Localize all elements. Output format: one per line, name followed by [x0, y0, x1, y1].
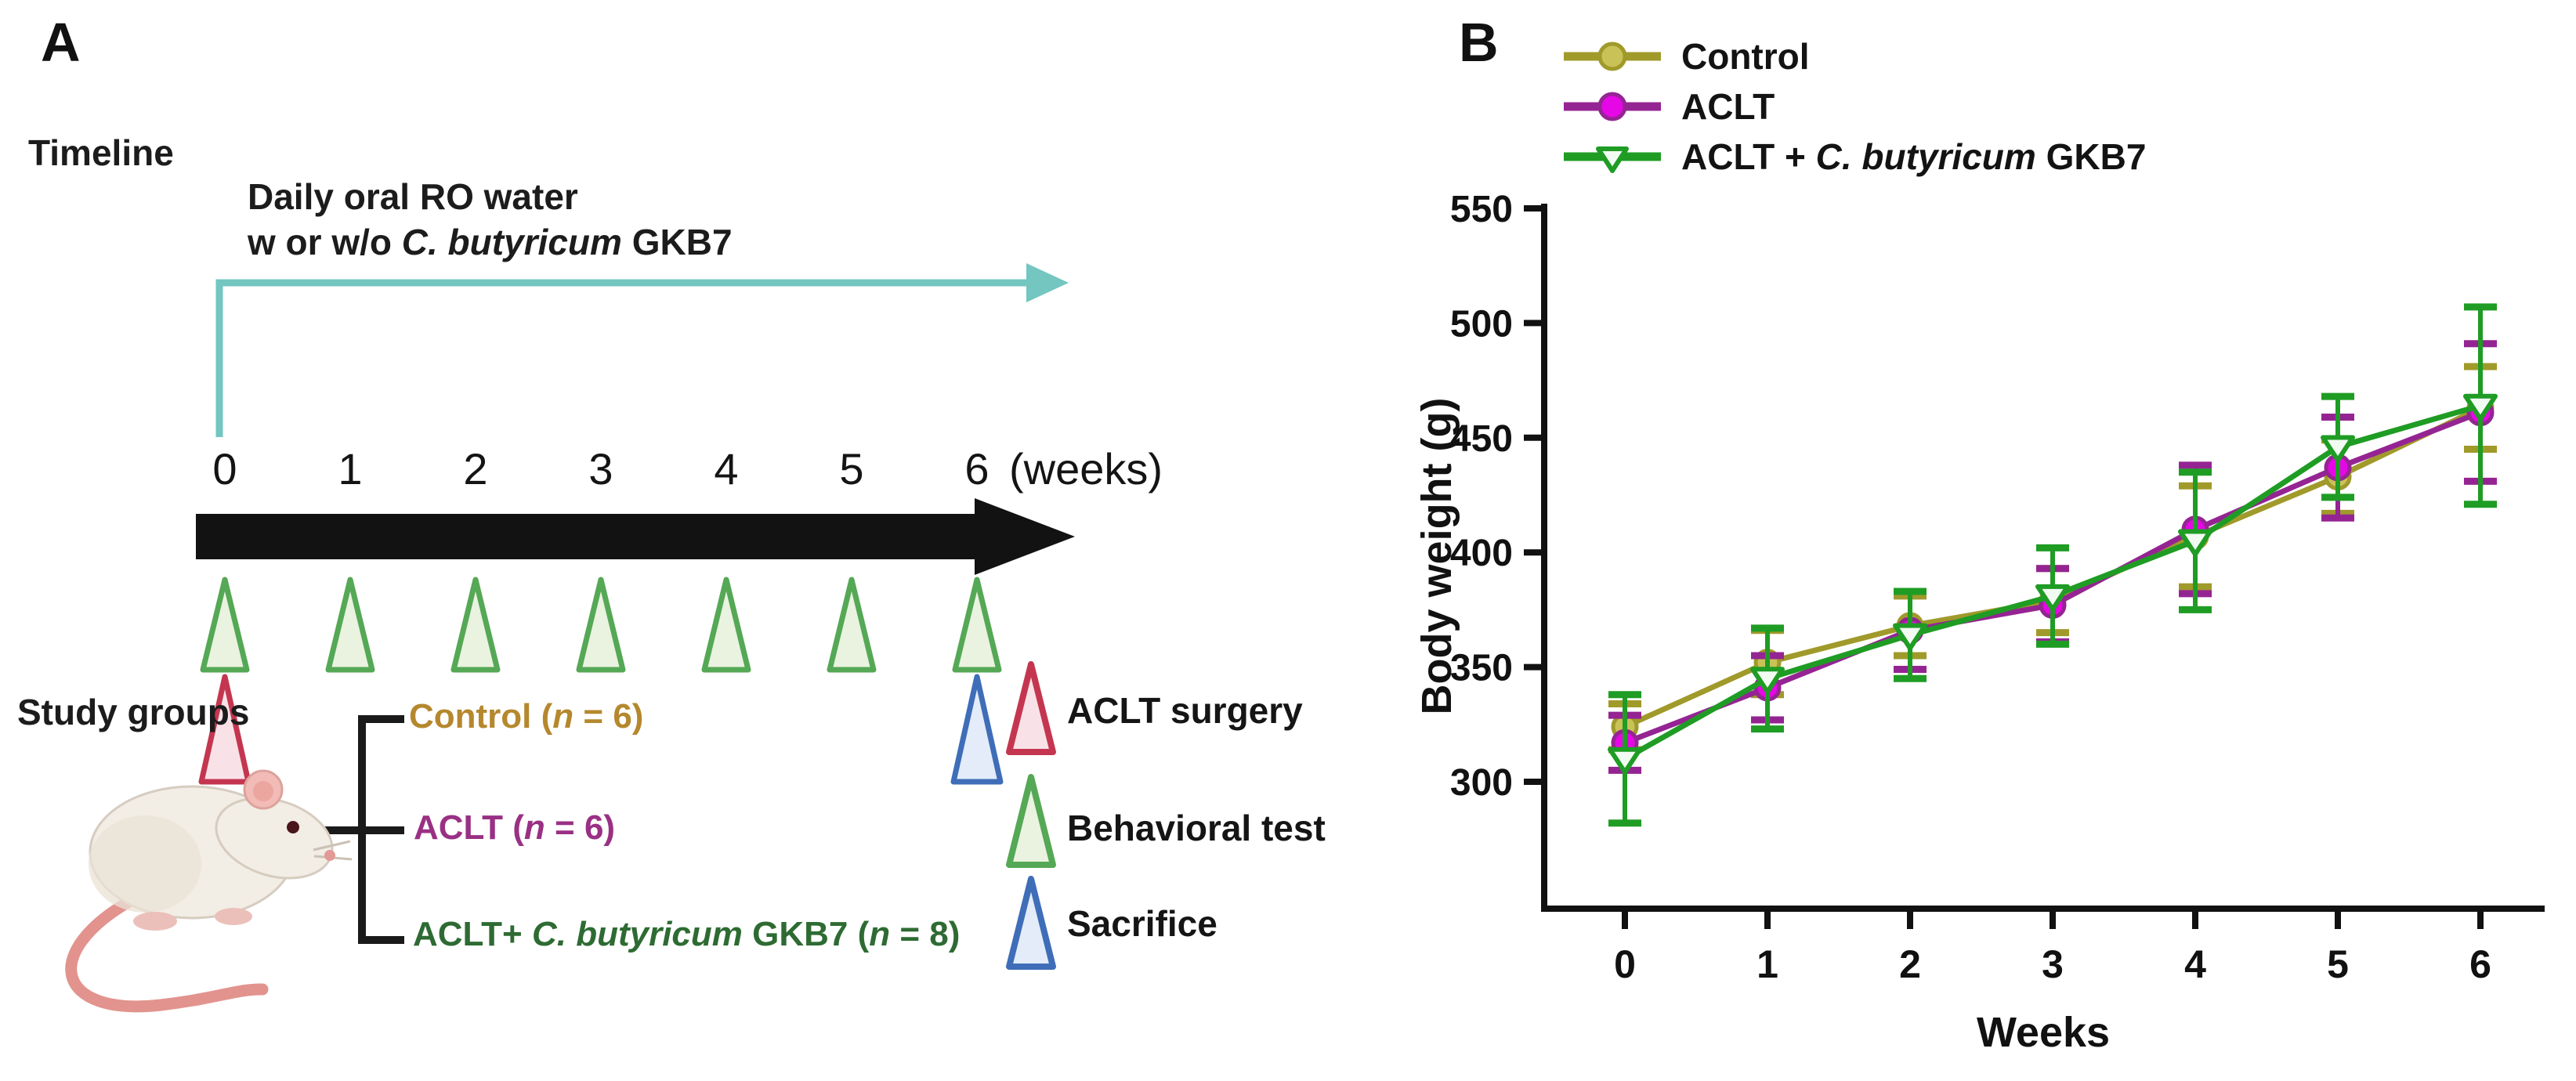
behavioral-test-week-3: [576, 577, 626, 673]
rat-eye: [287, 821, 299, 833]
x-tick-label: 5: [2327, 942, 2349, 986]
timeline-week-6: 6: [964, 444, 990, 494]
timeline-week-3: 3: [588, 444, 613, 494]
timeline-week-1: 1: [338, 444, 363, 494]
data-point: [1608, 747, 1642, 775]
treatment-text: Daily oral RO water w or w/o C. butyricu…: [248, 174, 733, 265]
group-label-aclt: ACLT (n = 6): [414, 808, 616, 847]
aclt-surgery-marker: [198, 674, 251, 785]
study-groups-title: Study groups: [17, 692, 250, 732]
behavioral-test-week-2: [450, 577, 501, 673]
chart-legend-row-aclt: ACLT: [1561, 83, 1775, 130]
timeline-week-5: 5: [839, 444, 864, 494]
legend-label-sacrifice: Sacrifice: [1067, 903, 1217, 944]
panel-a-letter: A: [41, 12, 81, 73]
x-tick-label: 4: [2184, 942, 2206, 986]
x-tick-label: 0: [1614, 942, 1636, 986]
y-axis-title: Body weight (g): [1413, 398, 1460, 715]
y-tick-label: 500: [1450, 303, 1513, 345]
chart-legend-label-aclt: ACLT: [1681, 86, 1775, 127]
chart-legend-label-control: Control: [1681, 36, 1810, 77]
rat-rear-foot: [133, 912, 177, 931]
data-point: [2321, 435, 2355, 463]
legend-label-behavioral: Behavioral test: [1067, 808, 1326, 848]
chart-legend-label-gkb7: ACLT + C. butyricum GKB7: [1681, 136, 2147, 177]
chart-axes: [1541, 204, 2545, 912]
y-tick-label: 550: [1450, 189, 1513, 230]
data-point: [2035, 584, 2070, 612]
weeks-unit-label: (weeks): [1009, 444, 1163, 494]
chart-legend-row-gkb7: ACLT + C. butyricum GKB7: [1561, 133, 2146, 180]
data-point: [1893, 623, 1927, 651]
group-label-control: Control (n = 6): [409, 697, 644, 736]
event-legend-icons: [1006, 661, 1056, 970]
treatment-line2: w or w/o C. butyricum GKB7: [248, 222, 733, 262]
control-line-marker-icon: [1564, 42, 1661, 71]
y-tick-label: 450: [1450, 418, 1513, 460]
event-triangles: [198, 577, 1004, 785]
surgery-triangle-icon: [1006, 661, 1056, 755]
sacrifice-marker: [950, 674, 1004, 785]
x-axis-title: Weeks: [1977, 1009, 2110, 1056]
group-label-aclt-gkb7: ACLT+ C. butyricum GKB7 (n = 8): [413, 915, 961, 953]
timeline-week-4: 4: [714, 444, 739, 494]
rat-tail: [65, 893, 269, 1013]
rat-ear-inner: [253, 781, 273, 801]
y-tick-label: 400: [1450, 533, 1513, 574]
sacrifice-triangle-icon: [1006, 876, 1056, 970]
treatment-arrow: [215, 263, 1069, 437]
chart-legend-row-control: Control: [1561, 33, 1810, 80]
behavioral-triangle-icon: [1006, 774, 1056, 868]
rat-nose: [324, 850, 335, 861]
timeline-week-0: 0: [212, 444, 237, 494]
species-name: C. butyricum: [401, 222, 622, 262]
behavioral-test-week-1: [325, 577, 375, 673]
aclt-line-marker-icon: [1564, 92, 1661, 121]
data-point: [2463, 393, 2498, 421]
rat-illustration: [65, 769, 353, 1013]
treatment-line1: Daily oral RO water: [248, 176, 578, 217]
y-tick-label: 300: [1450, 762, 1513, 804]
panel-b-letter: B: [1459, 12, 1499, 73]
rat-haunch: [89, 815, 201, 913]
gkb7-line-marker-icon: [1564, 146, 1661, 173]
rat-front-foot: [215, 908, 252, 925]
x-tick-label: 3: [2042, 942, 2064, 986]
legend-label-surgery: ACLT surgery: [1067, 690, 1303, 731]
group-bracket: [318, 715, 404, 944]
behavioral-test-week-0: [200, 577, 250, 673]
data-point: [2178, 529, 2212, 557]
panel-a-graphics: [65, 263, 1075, 1013]
y-tick-label: 350: [1450, 648, 1513, 689]
timeline-title: Timeline: [28, 132, 174, 173]
series-2: [1608, 303, 2498, 827]
timeline-arrow: [196, 498, 1075, 575]
timeline-week-2: 2: [463, 444, 488, 494]
behavioral-test-week-4: [701, 577, 751, 673]
behavioral-test-week-5: [827, 577, 877, 673]
x-tick-label: 2: [1899, 942, 1921, 986]
x-tick-label: 6: [2469, 942, 2491, 986]
data-point: [1750, 667, 1785, 695]
x-tick-label: 1: [1757, 942, 1778, 986]
behavioral-test-week-6: [952, 577, 1002, 673]
